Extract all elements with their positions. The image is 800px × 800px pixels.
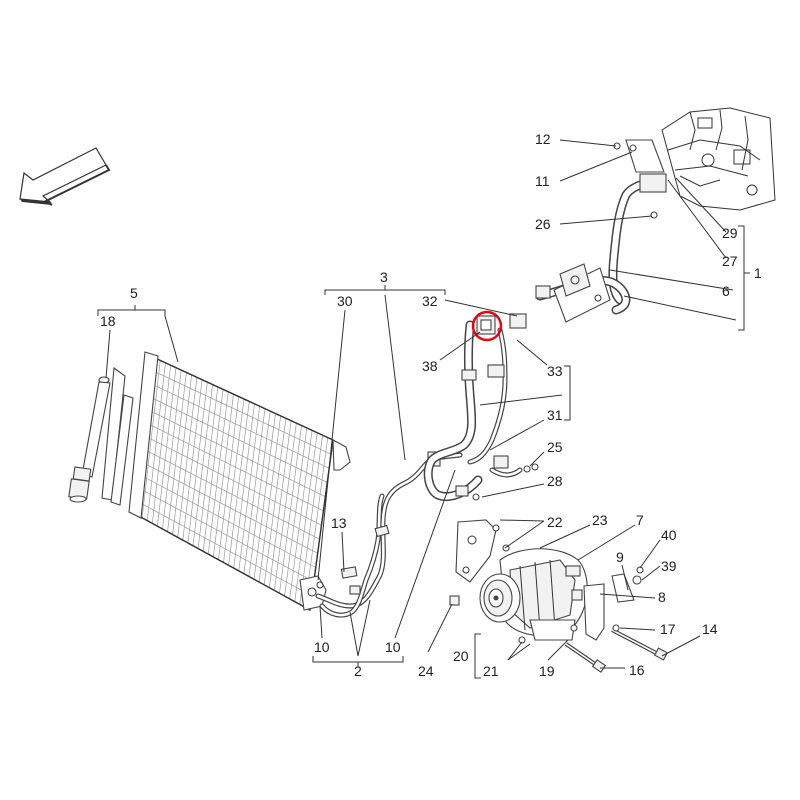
callout-1: 1 xyxy=(754,265,762,281)
suction-pipe xyxy=(423,320,531,501)
callout-10-left: 10 xyxy=(314,639,330,655)
callout-16: 16 xyxy=(629,662,645,678)
callout-12: 12 xyxy=(535,131,551,147)
callout-26: 26 xyxy=(535,216,551,232)
callout-25: 25 xyxy=(547,439,563,455)
callout-11: 11 xyxy=(535,173,550,189)
compressor xyxy=(455,519,644,644)
callout-20: 20 xyxy=(453,648,469,664)
callout-5: 5 xyxy=(130,285,138,301)
callout-13: 13 xyxy=(331,515,347,531)
condenser-fins xyxy=(138,360,332,608)
callout-6: 6 xyxy=(722,283,730,299)
callout-22: 22 xyxy=(547,514,563,530)
callout-32: 32 xyxy=(422,293,438,309)
callout-33: 33 xyxy=(547,363,563,379)
direction-arrow-icon xyxy=(19,147,111,206)
callout-38: 38 xyxy=(422,358,438,374)
condenser-hoses xyxy=(315,451,463,618)
bracket-5 xyxy=(97,305,179,363)
callout-9: 9 xyxy=(616,549,624,565)
callout-28: 28 xyxy=(547,473,563,489)
callout-29: 29 xyxy=(722,225,738,241)
callout-8: 8 xyxy=(658,589,666,605)
receiver-drier xyxy=(68,366,134,506)
callout-21: 21 xyxy=(483,663,499,679)
upper-line-assembly xyxy=(535,139,667,323)
callout-18: 18 xyxy=(100,313,116,329)
callout-3: 3 xyxy=(380,269,388,285)
callout-14: 14 xyxy=(702,621,718,637)
callout-17: 17 xyxy=(660,621,676,637)
callout-30: 30 xyxy=(337,293,353,309)
callout-40: 40 xyxy=(661,527,677,543)
callout-19: 19 xyxy=(539,663,555,679)
highlight-circle xyxy=(471,310,503,342)
callout-27: 27 xyxy=(722,253,738,269)
callout-23: 23 xyxy=(592,512,608,528)
engine-block xyxy=(661,107,776,211)
upper-fitting xyxy=(471,310,527,342)
callout-10-right: 10 xyxy=(385,639,401,655)
condenser xyxy=(128,351,351,612)
callout-7: 7 xyxy=(636,512,644,528)
bolts xyxy=(449,463,669,673)
callout-labels: 1 2 3 5 6 7 8 9 10 10 11 12 13 14 16 17 … xyxy=(100,131,762,679)
leader-lines xyxy=(105,139,750,679)
callout-2: 2 xyxy=(354,663,362,679)
callout-24: 24 xyxy=(418,663,434,679)
callout-39: 39 xyxy=(661,558,677,574)
callout-31: 31 xyxy=(547,407,563,423)
